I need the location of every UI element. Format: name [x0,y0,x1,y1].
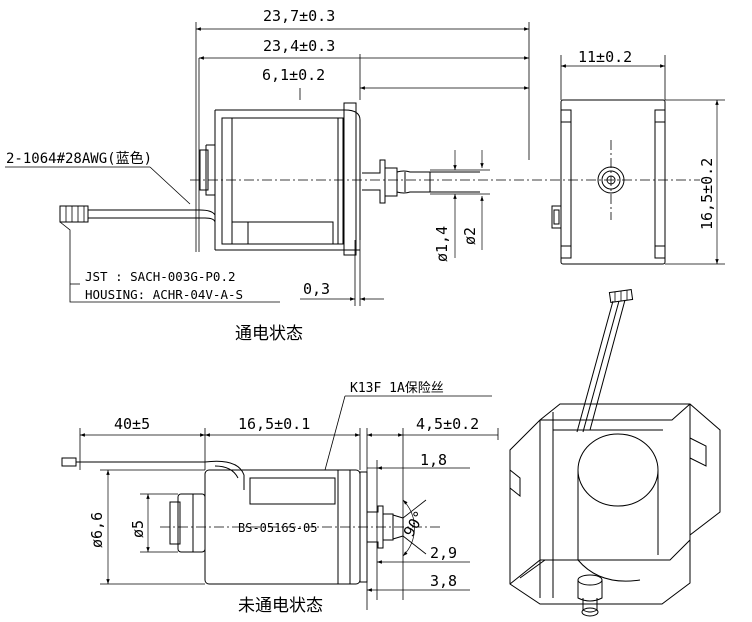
dim-plunger-extension: 4,5±0.2 [416,415,479,433]
caption-energized: 通电状态 [235,324,303,344]
wire-spec-label: 2-1064#28AWG(蓝色) [6,150,152,167]
dim-angle: 90° [400,508,429,540]
fuse-label: K13F 1A保险丝 [350,381,444,396]
dim-body-length-bottom: 16,5±0.1 [238,415,310,433]
bottom-view: 40±5 16,5±0.1 4,5±0.2 1,8 2,9 3,8 K13F 1… [61,381,499,616]
connector-note-jst: JST : SACH-003G-P0.2 [85,269,236,284]
dim-lead-length: 40±5 [114,415,150,433]
dim-3-8: 3,8 [430,572,457,590]
side-view: 11±0.2 16,5±0.2 [551,48,725,265]
top-view: 23,7±0.3 23,4±0.3 6,1±0.2 0,3 ø1, [5,7,700,344]
dim-stroke-length: 6,1±0.2 [262,66,325,84]
dim-gap: 0,3 [303,280,330,298]
part-number: BS-0516S-05 [238,521,317,535]
dim-body-length: 23,4±0.3 [263,37,335,55]
dim-1-8: 1,8 [420,451,447,469]
dim-2-9: 2,9 [430,544,457,562]
isometric-view [509,288,721,617]
caption-de-energized: 未通电状态 [238,596,323,616]
dim-pin-diameter-large: ø2 [461,227,479,245]
dim-inner-diameter: ø5 [129,520,147,538]
dim-height: 16,5±0.2 [698,158,716,230]
dim-outer-diameter: ø6,6 [88,512,106,548]
dim-pin-diameter-small: ø1,4 [433,226,451,262]
connector-note-housing: HOUSING: ACHR-04V-A-S [85,287,243,302]
dim-width: 11±0.2 [578,48,632,66]
dim-overall-length: 23,7±0.3 [263,7,335,25]
